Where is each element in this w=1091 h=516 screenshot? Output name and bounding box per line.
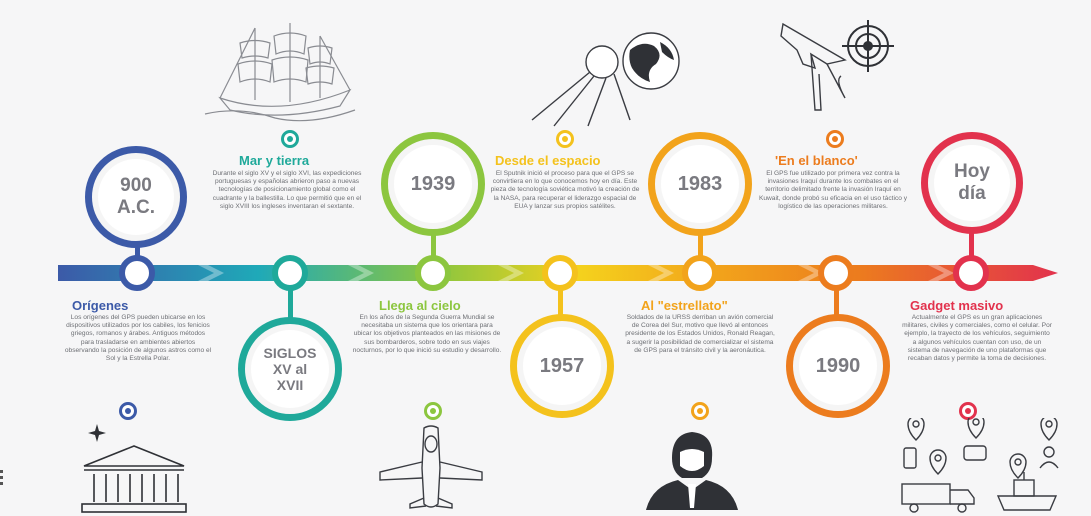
milestone-description: En los años de la Segunda Guerra Mundial… bbox=[352, 314, 502, 354]
milestone-marker bbox=[119, 402, 137, 420]
milestone-marker bbox=[959, 402, 977, 420]
stem bbox=[834, 288, 839, 328]
timeline-node bbox=[415, 255, 451, 291]
milestone-heading: Desde el espacio bbox=[495, 153, 601, 168]
timeline-node bbox=[542, 255, 578, 291]
compass-rose-icon bbox=[88, 424, 106, 442]
milestone-marker bbox=[281, 130, 299, 148]
milestone-description: Los orígenes del GPS pueden ubicarse en … bbox=[64, 314, 212, 363]
milestone-heading: 'En el blanco' bbox=[775, 153, 858, 168]
delivery-icons bbox=[901, 418, 1059, 513]
milestone-bubble: 1957 bbox=[510, 314, 614, 418]
milestone-description: Actualmente el GPS es un gran aplicacion… bbox=[902, 314, 1052, 363]
globe-icon bbox=[622, 32, 680, 90]
milestone-description: Soldados de la URSS derriban un avión co… bbox=[625, 314, 775, 354]
reagan-portrait-icon bbox=[646, 432, 738, 510]
milestone-description: El GPS fue utilizado por primera vez con… bbox=[758, 170, 908, 210]
milestone-bubble: 1983 bbox=[648, 132, 752, 236]
timeline-node bbox=[119, 255, 155, 291]
jet-icon bbox=[780, 22, 847, 111]
edge-marker bbox=[0, 470, 3, 486]
milestone-marker bbox=[691, 402, 709, 420]
stem bbox=[288, 288, 293, 328]
timeline-node bbox=[682, 255, 718, 291]
ship-icon bbox=[204, 23, 356, 122]
stem bbox=[969, 230, 974, 262]
temple-icon bbox=[81, 445, 187, 513]
timeline-node bbox=[953, 255, 989, 291]
satellite-icon bbox=[531, 45, 631, 127]
stem bbox=[698, 230, 703, 262]
milestone-bubble: 1990 bbox=[786, 314, 890, 418]
timeline-node bbox=[272, 255, 308, 291]
milestone-marker bbox=[556, 130, 574, 148]
milestone-heading: Al "estrellato" bbox=[641, 298, 728, 313]
milestone-description: El Sputnik inició el proceso para que el… bbox=[490, 170, 640, 210]
airplane-icon bbox=[379, 425, 483, 509]
timeline-node bbox=[818, 255, 854, 291]
milestone-description: Durante el siglo XV y el siglo XVI, las … bbox=[212, 170, 362, 210]
milestone-bubble: 1939 bbox=[381, 132, 485, 236]
stem bbox=[558, 288, 563, 328]
milestone-marker bbox=[826, 130, 844, 148]
stem bbox=[431, 230, 436, 262]
milestone-heading: Llega al cielo bbox=[379, 298, 461, 313]
milestone-heading: Gadget masivo bbox=[910, 298, 1004, 313]
target-icon bbox=[842, 20, 894, 72]
milestone-marker bbox=[424, 402, 442, 420]
milestone-heading: Orígenes bbox=[72, 298, 129, 313]
milestone-heading: Mar y tierra bbox=[239, 153, 310, 168]
